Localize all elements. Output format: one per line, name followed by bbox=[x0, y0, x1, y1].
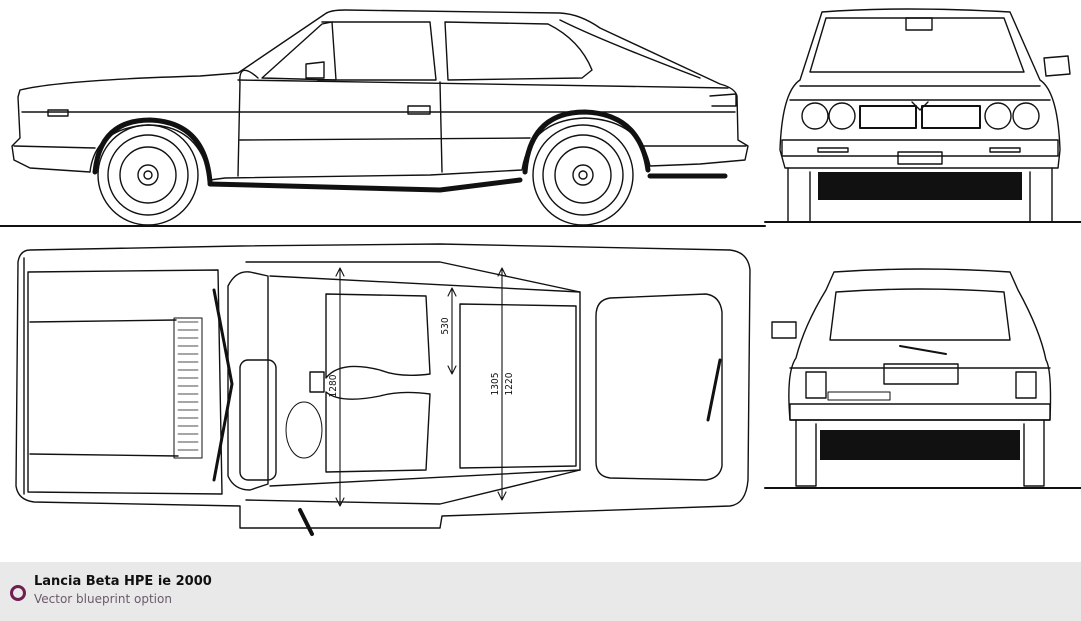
front-headlight-outer-right bbox=[1012, 102, 1040, 130]
side-sill-shadow bbox=[207, 177, 523, 193]
top-wipers bbox=[212, 288, 234, 482]
front-plate bbox=[897, 151, 943, 165]
front-headlight-inner-left bbox=[828, 102, 856, 130]
front-view bbox=[764, 8, 1081, 223]
side-roof-rear bbox=[559, 19, 701, 79]
top-gear-lever bbox=[309, 371, 325, 393]
dim-arrow-height bbox=[335, 267, 345, 507]
side-rear-arch bbox=[522, 109, 651, 175]
top-view bbox=[15, 243, 751, 536]
side-body-outline bbox=[11, 9, 749, 181]
side-door-lines bbox=[237, 69, 443, 177]
top-hood bbox=[27, 269, 223, 495]
top-rear-wiper bbox=[706, 358, 722, 422]
side-mirror bbox=[305, 61, 325, 79]
side-crease-line bbox=[239, 137, 531, 141]
side-quarter-window bbox=[261, 21, 337, 81]
caption-title: Lancia Beta HPE ie 2000 bbox=[34, 574, 212, 589]
front-lamp-right bbox=[989, 147, 1021, 153]
front-rearview-mirror bbox=[905, 17, 933, 31]
caption-footer bbox=[0, 562, 1081, 621]
blueprint-drawing: 1280 530 1305 1220 bbox=[0, 8, 1081, 536]
dim-arrow-width bbox=[497, 267, 507, 501]
front-grille-left bbox=[859, 105, 917, 129]
front-headlight-outer-left bbox=[801, 102, 829, 130]
top-roof-rails bbox=[245, 261, 581, 505]
top-windshield bbox=[227, 271, 269, 491]
rear-wiper bbox=[899, 345, 947, 355]
top-body-outline bbox=[15, 243, 751, 529]
side-rear-window bbox=[444, 21, 593, 81]
top-dashboard bbox=[239, 359, 277, 481]
top-cabin-outline bbox=[269, 275, 581, 487]
side-belt-line bbox=[237, 79, 729, 89]
dim-label-width-outer: 1305 bbox=[490, 373, 501, 396]
side-indicator bbox=[47, 109, 69, 117]
rear-bumper bbox=[789, 403, 1051, 421]
side-rear-wheel bbox=[532, 124, 634, 226]
side-front-wheel bbox=[97, 124, 199, 226]
top-rear-glass bbox=[595, 293, 723, 481]
rear-underbody-shadow bbox=[820, 430, 1020, 460]
rear-side-mirror bbox=[771, 321, 797, 339]
front-lamp-left bbox=[817, 147, 849, 153]
side-front-arch bbox=[92, 117, 213, 185]
blueprint-canvas: 1280 530 1305 1220 bbox=[0, 8, 1081, 536]
front-body-outline bbox=[779, 8, 1061, 169]
front-grille-right bbox=[921, 105, 981, 129]
rear-view bbox=[764, 268, 1081, 489]
front-badge bbox=[911, 101, 929, 111]
caption-subtitle: Vector blueprint option bbox=[34, 592, 172, 606]
front-hood-lines bbox=[789, 85, 1051, 101]
top-hood-lines bbox=[29, 319, 179, 457]
side-front-window bbox=[317, 21, 437, 81]
side-view bbox=[0, 9, 766, 227]
dim-label-height: 1280 bbox=[328, 374, 339, 397]
top-front-seat-left bbox=[325, 293, 431, 379]
rear-tires bbox=[795, 419, 1045, 487]
rear-window bbox=[829, 288, 1011, 341]
side-door-handle bbox=[407, 105, 431, 115]
front-headlight-inner-right bbox=[984, 102, 1012, 130]
top-front-seat-right bbox=[325, 391, 431, 473]
front-underbody-shadow bbox=[818, 172, 1022, 200]
front-bumper bbox=[781, 139, 1059, 157]
side-tail-light bbox=[709, 93, 737, 107]
rear-tail-lights bbox=[805, 371, 1037, 399]
dim-label-width-inner: 1220 bbox=[504, 372, 515, 395]
front-tires bbox=[787, 167, 1053, 223]
front-side-mirror bbox=[1043, 55, 1071, 77]
front-windshield bbox=[809, 17, 1025, 73]
dim-label-headroom: 530 bbox=[440, 317, 451, 334]
top-mirror bbox=[298, 508, 314, 536]
top-vent-grille bbox=[173, 317, 203, 459]
circle-bullet-icon bbox=[10, 585, 26, 601]
rear-badge bbox=[827, 391, 891, 401]
rear-plate bbox=[883, 363, 959, 385]
top-steering-wheel bbox=[285, 401, 323, 459]
dim-arrow-headroom bbox=[447, 287, 457, 375]
top-vent-slats bbox=[177, 321, 199, 451]
top-rear-bench bbox=[459, 303, 577, 469]
side-bumpers bbox=[13, 145, 747, 149]
